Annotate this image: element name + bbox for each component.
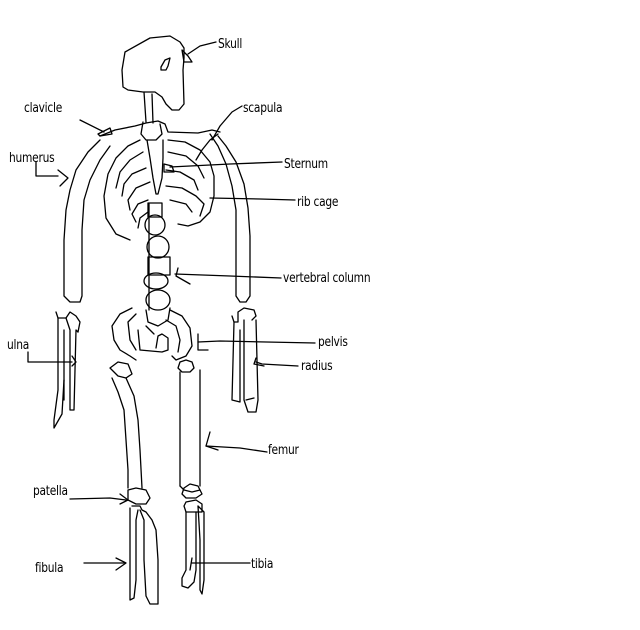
rib-cage-left — [103, 139, 151, 241]
vertebral-column-shape — [143, 202, 171, 327]
label-femur: femur — [268, 443, 299, 458]
left-humerus-shape — [63, 139, 111, 303]
shoulders-shape — [99, 120, 221, 141]
label-radius: radius — [301, 359, 333, 374]
neck-shape — [143, 91, 154, 124]
pointer-lines — [27, 41, 316, 571]
sternum-shape — [146, 139, 164, 195]
right-femur-shape — [177, 359, 201, 493]
label-scapula: scapula — [243, 101, 283, 116]
left-lower-leg-shape — [129, 505, 159, 605]
label-patella: patella — [33, 484, 68, 499]
right-humerus-shape — [209, 133, 251, 303]
label-fibula: fibula — [35, 561, 64, 576]
rib-cage-right — [165, 133, 219, 227]
label-clavicle: clavicle — [24, 101, 63, 116]
right-forearm-shape — [231, 307, 259, 413]
label-pelvis: pelvis — [318, 335, 348, 350]
label-ulna: ulna — [7, 338, 30, 353]
pelvis-shape — [111, 307, 193, 361]
left-forearm-shape — [53, 311, 81, 429]
label-skull: Skull — [218, 37, 243, 52]
label-tibia: tibia — [251, 557, 274, 572]
right-lower-leg-shape — [181, 499, 205, 595]
label-sternum: Sternum — [284, 157, 328, 172]
right-knee-shape — [181, 483, 203, 499]
label-humerus: humerus — [9, 151, 55, 166]
label-rib-cage: rib cage — [297, 195, 339, 210]
left-femur-shape — [109, 361, 143, 489]
label-vertebral-column: vertebral column — [283, 271, 371, 286]
left-patella-shape — [127, 487, 151, 505]
skull-shape — [121, 35, 185, 111]
